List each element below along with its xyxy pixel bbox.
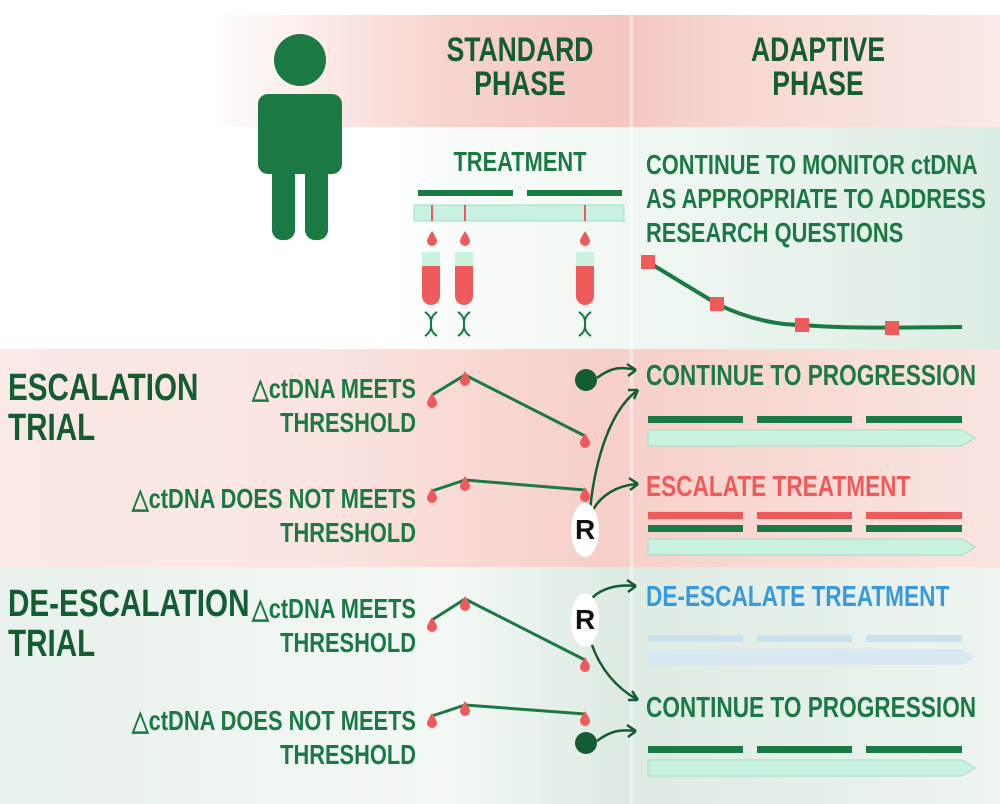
progression-bars-deescalation [647,746,976,777]
deescalation-notmeets-trajectory [431,703,586,718]
monitor-points [641,255,899,335]
randomization-node [571,503,599,557]
test-tube-icon [455,252,473,305]
blood-drop-icon [580,231,590,246]
randomization-label: R [575,514,596,545]
continue-node [575,732,597,754]
treatment-bar-2 [527,190,622,196]
test-tube-icon [422,252,440,305]
treatment-bar-1 [418,190,513,196]
blood-drop-icon [427,231,437,246]
ctdna-monitor-curve [646,260,963,330]
phase-divider [630,15,633,804]
randomization-node [571,593,599,647]
deescalation-meets-trajectory [431,597,586,662]
blood-drop-icon [460,231,470,246]
patient-icon [258,34,342,240]
dna-icon [424,311,592,337]
deescalate-bars [648,635,975,665]
deescalate-treatment-label: DE-ESCALATE TREATMENT [646,581,950,613]
treatment-label: TREATMENT [453,146,587,177]
escalation-continue-label: CONTINUE TO PROGRESSION [646,360,977,392]
deescalation-continue-label: CONTINUE TO PROGRESSION [646,692,977,724]
progression-bars-escalation [647,416,976,447]
randomization-label: R [575,604,596,635]
escalation-notmeets-trajectory [431,478,586,493]
escalate-bars [647,512,976,556]
continue-node [575,369,597,391]
timeline-bar [413,204,625,222]
sample-markers [431,205,586,221]
escalation-meets-trajectory [431,373,586,438]
test-tube-icon [576,252,594,305]
escalate-treatment-label: ESCALATE TREATMENT [646,471,911,503]
